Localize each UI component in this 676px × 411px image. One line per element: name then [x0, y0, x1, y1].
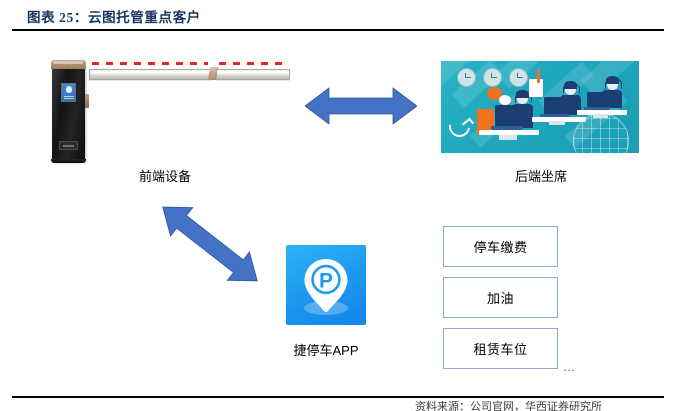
barrier-arm-segment-far — [216, 69, 290, 80]
service-box-refuel[interactable]: 加油 — [443, 277, 558, 318]
desk-pedestal — [593, 114, 608, 118]
phone-card-orange — [477, 109, 494, 135]
double-headed-arrow-icon — [162, 206, 258, 282]
map-pin-parking-icon: P — [304, 259, 348, 315]
source-note: 资料来源：公司官网，华西证券研究所 — [415, 401, 602, 411]
desk-pedestal — [549, 121, 565, 125]
headset-icon — [515, 92, 532, 103]
clock-icon — [457, 68, 476, 87]
parking-barrier-gate-image — [48, 57, 290, 163]
laptop-base — [540, 114, 569, 118]
connector-front-to-app-arrow — [146, 193, 274, 295]
back-end-agents-label: 后端坐席 — [514, 169, 567, 184]
laptop-base — [491, 126, 523, 130]
service-box-parking-payment[interactable]: 停车缴费 — [443, 226, 558, 267]
barrier-arm-reflective-stripes-far — [219, 61, 285, 65]
gate-screen-text-lines — [63, 95, 74, 100]
jietingche-app-icon: P — [286, 245, 366, 325]
laptop-screen — [587, 92, 606, 107]
call-center-illustration — [441, 61, 639, 153]
service-box-parking-space-rental[interactable]: 租赁车位 — [443, 328, 558, 369]
laptop-screen — [544, 97, 565, 114]
agent-torso — [602, 90, 622, 108]
connector-front-to-back-arrow — [304, 85, 418, 127]
desk-surface — [577, 110, 627, 115]
figure-title: 图表 25：云图托管重点客户 — [27, 10, 201, 25]
desk-surface — [532, 117, 586, 122]
barrier-arm-segment-near — [89, 69, 213, 80]
app-icon-letter: P — [319, 270, 333, 293]
laptop-screen — [495, 105, 519, 126]
header-divider-line — [12, 29, 664, 31]
pen-icon — [537, 69, 540, 83]
clock-icon — [483, 68, 502, 87]
gate-display-screen — [61, 83, 76, 102]
gate-base — [51, 159, 86, 163]
double-headed-arrow-icon — [304, 87, 418, 125]
gate-lower-panel — [59, 141, 78, 150]
gate-screen-person-icon — [65, 86, 72, 93]
headset-icon — [563, 83, 580, 94]
note-card-white — [529, 79, 543, 97]
desk-surface — [479, 130, 539, 135]
chat-bubble-white — [499, 95, 511, 105]
service-more-indicator: … — [563, 360, 577, 374]
chat-bubble-orange — [487, 87, 502, 100]
clock-icon — [509, 68, 528, 87]
gate-housing-cap — [51, 60, 86, 69]
headset-icon — [605, 78, 622, 89]
desk-pedestal — [499, 135, 517, 140]
front-end-equipment-label: 前端设备 — [138, 169, 191, 184]
agent-torso — [560, 95, 581, 115]
barrier-arm-reflective-stripes-near — [92, 61, 208, 65]
gate-cap-highlight — [53, 61, 83, 64]
gate-side-button — [85, 94, 89, 108]
footer-divider-line — [12, 396, 664, 398]
app-label: 捷停车APP — [293, 343, 359, 358]
laptop-base — [584, 107, 610, 111]
